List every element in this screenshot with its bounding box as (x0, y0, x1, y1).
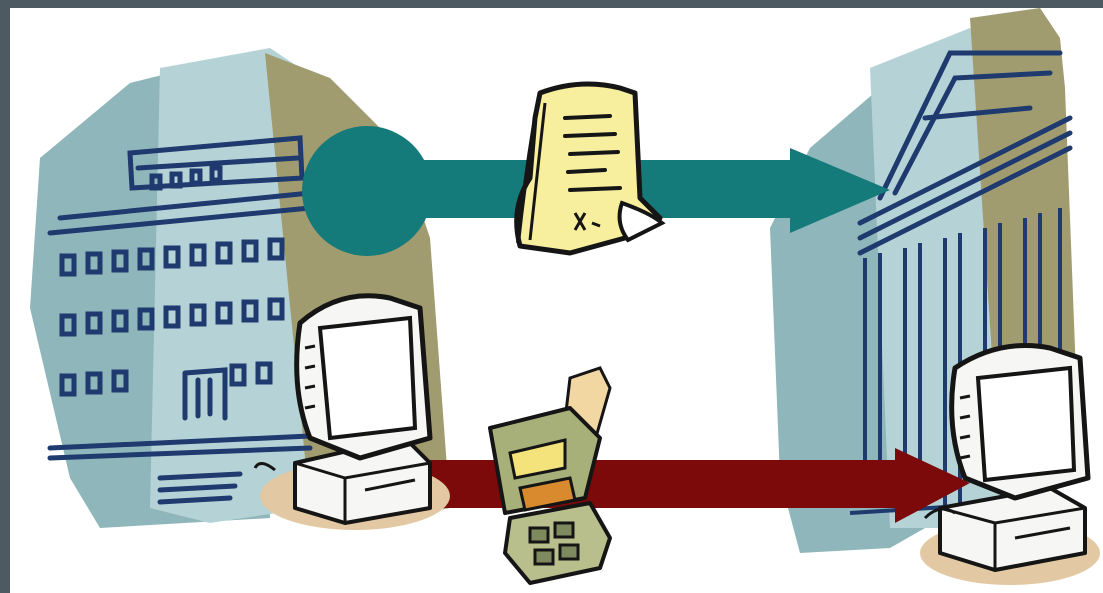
clipart-canvas (10, 8, 1103, 593)
clipart-illustration (10, 8, 1103, 593)
document-scroll-icon (517, 84, 662, 253)
fax-machine-icon (490, 368, 610, 583)
